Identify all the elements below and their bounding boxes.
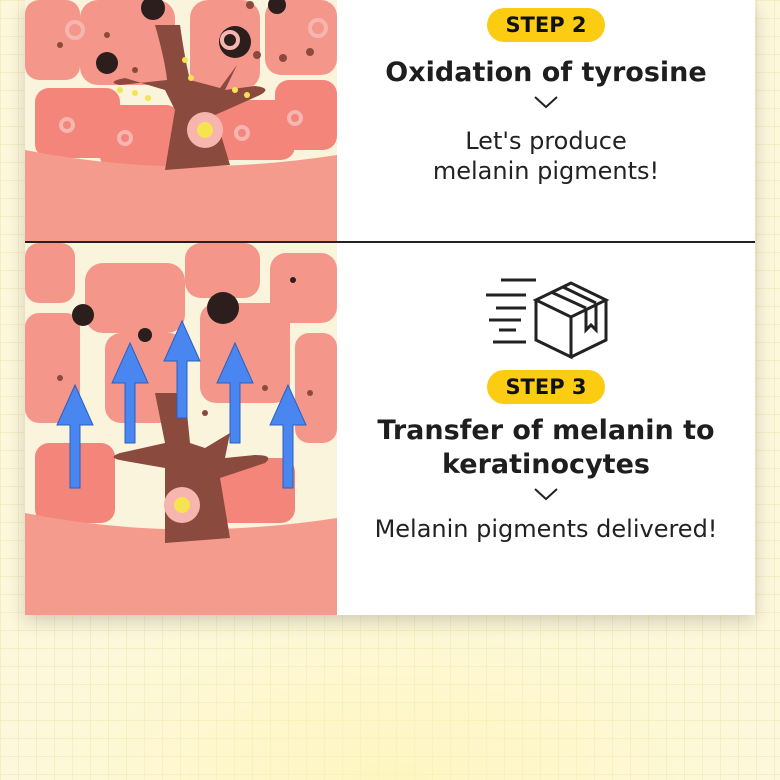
description-line: Let's produce [465, 127, 627, 155]
title-line: Transfer of melanin to [377, 415, 715, 446]
title-line: keratinocytes [442, 449, 650, 480]
step2-title: Oxidation of tyrosine [385, 57, 707, 88]
step-divider [25, 241, 755, 243]
chevron-down-icon [534, 96, 558, 109]
melanocyte-illustration-step2 [25, 0, 337, 241]
info-card: STEP 2 Oxidation of tyrosine Let's produ… [25, 0, 755, 615]
step2-text: STEP 2 Oxidation of tyrosine Let's produ… [337, 8, 755, 186]
step3-text: STEP 3 Transfer of melanin to keratinocy… [337, 275, 755, 544]
description-line: melanin pigments! [432, 157, 660, 185]
step3-title: Transfer of melanin to keratinocytes [337, 414, 755, 482]
melanin-transfer-illustration [25, 243, 337, 615]
step3-description: Melanin pigments delivered! [374, 515, 718, 543]
chevron-down-icon [534, 488, 558, 501]
delivery-box-icon [486, 278, 610, 360]
step2-description: Let's produce melanin pigments! [337, 126, 755, 186]
step3-badge: STEP 3 [487, 370, 605, 404]
step2-badge: STEP 2 [487, 8, 605, 42]
